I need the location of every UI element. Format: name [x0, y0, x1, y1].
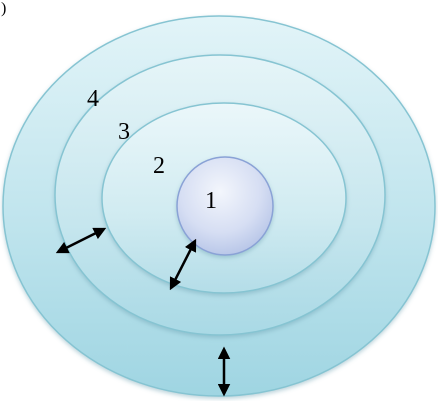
ring-label-2: 2	[153, 153, 165, 179]
ring-label-1: 1	[205, 188, 217, 214]
double-arrow-icon-left	[55, 227, 107, 254]
ring-label-3: 3	[118, 119, 130, 145]
corner-mark: )	[1, 0, 6, 17]
ring-label-4: 4	[87, 86, 99, 112]
core-circle-1	[176, 156, 274, 256]
double-arrow-icon-inner	[169, 238, 197, 291]
